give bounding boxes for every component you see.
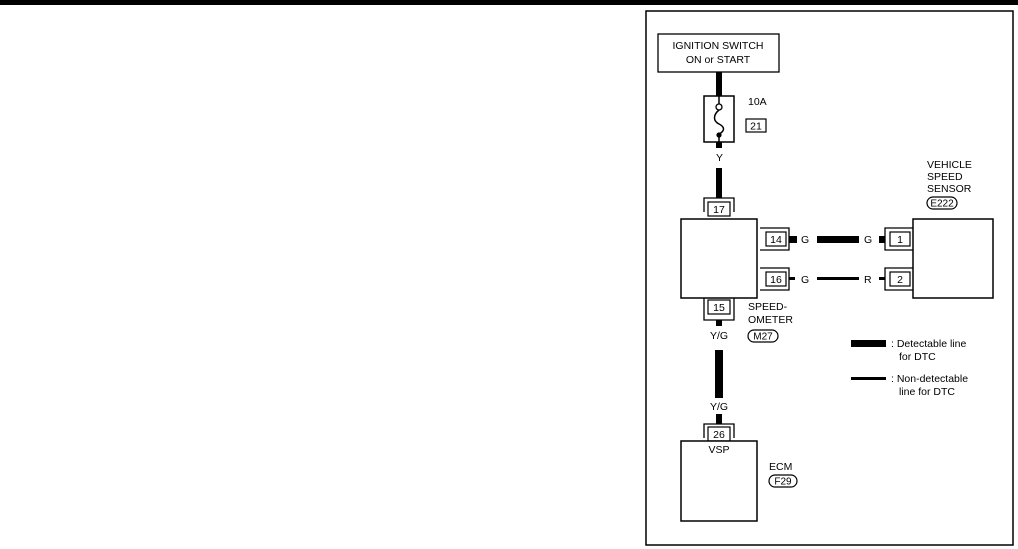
ignition-switch-state: ON or START bbox=[686, 54, 751, 66]
vss-pin-1-label: 1 bbox=[897, 234, 903, 246]
diagram-frame bbox=[645, 10, 1014, 546]
vss-connector-badge bbox=[926, 196, 958, 210]
fuse-element-icon bbox=[713, 109, 725, 135]
vss-pin-1 bbox=[889, 231, 911, 247]
legend-detectable-label-2: for DTC bbox=[899, 351, 936, 363]
legend-detectable-label: : Detectable line bbox=[891, 338, 966, 350]
wire-color-g-left: G bbox=[801, 234, 809, 246]
wire-color-yg-top: Y/G bbox=[710, 330, 728, 342]
speedometer-pin-17 bbox=[707, 201, 731, 217]
ecm-connector-badge bbox=[768, 474, 798, 488]
wire-detectable-15-to-26 bbox=[715, 350, 723, 398]
vss-label-line1: VEHICLE bbox=[927, 159, 972, 171]
speedometer-pin-16-label: 16 bbox=[770, 274, 782, 286]
ecm-terminal-vsp: VSP bbox=[708, 444, 729, 456]
speedometer-label-line2: OMETER bbox=[748, 314, 793, 326]
legend-nondetectable-label: : Non-detectable bbox=[891, 373, 968, 385]
speedometer-pin-14-label: 14 bbox=[770, 234, 782, 246]
wire-detectable-14-to-1 bbox=[817, 236, 859, 243]
wire-color-r: R bbox=[864, 274, 872, 286]
vss-label-line3: SENSOR bbox=[927, 183, 972, 195]
vss-pin-2-label: 2 bbox=[897, 274, 903, 286]
speedometer-box bbox=[680, 218, 758, 299]
speedometer-label-line1: SPEED- bbox=[748, 301, 788, 313]
wire-color-yg-bottom: Y/G bbox=[710, 401, 728, 413]
fuse-number-box bbox=[745, 118, 767, 133]
wire-nondetectable-16-to-2 bbox=[817, 277, 859, 280]
wire-color-g-pin16: G bbox=[801, 274, 809, 286]
ignition-switch-label: IGNITION SWITCH bbox=[673, 40, 764, 52]
legend-nondetectable-label-2: line for DTC bbox=[899, 386, 955, 398]
wire-fuse-to-speedometer bbox=[716, 168, 722, 198]
speedometer-pin-16 bbox=[765, 271, 787, 287]
vss-label-line2: SPEED bbox=[927, 171, 963, 183]
speedometer-connector-id: M27 bbox=[753, 332, 773, 343]
speedometer-connector-badge bbox=[747, 329, 779, 343]
legend-nondetectable-swatch bbox=[851, 377, 886, 380]
fuse-rating: 10A bbox=[748, 96, 767, 108]
wire-ignition-to-fuse bbox=[716, 72, 722, 96]
legend-detectable-swatch bbox=[851, 340, 886, 347]
ecm-pin-26-label: 26 bbox=[713, 429, 725, 441]
top-rule bbox=[0, 0, 1018, 5]
vss-pin-2 bbox=[889, 271, 911, 287]
fuse-number: 21 bbox=[750, 121, 762, 133]
vss-box bbox=[912, 218, 994, 299]
speedometer-pin-17-label: 17 bbox=[713, 204, 725, 216]
ecm-box bbox=[680, 440, 758, 522]
ignition-switch-box bbox=[657, 33, 780, 73]
wire-color-y: Y bbox=[716, 152, 723, 164]
ecm-label: ECM bbox=[769, 461, 792, 473]
speedometer-pin-15-label: 15 bbox=[713, 302, 725, 314]
speedometer-pin-14 bbox=[765, 231, 787, 247]
wire-color-g-right: G bbox=[864, 234, 872, 246]
ecm-connector-id: F29 bbox=[774, 477, 792, 488]
vss-connector-id: E222 bbox=[930, 199, 954, 210]
speedometer-pin-15 bbox=[707, 299, 731, 315]
